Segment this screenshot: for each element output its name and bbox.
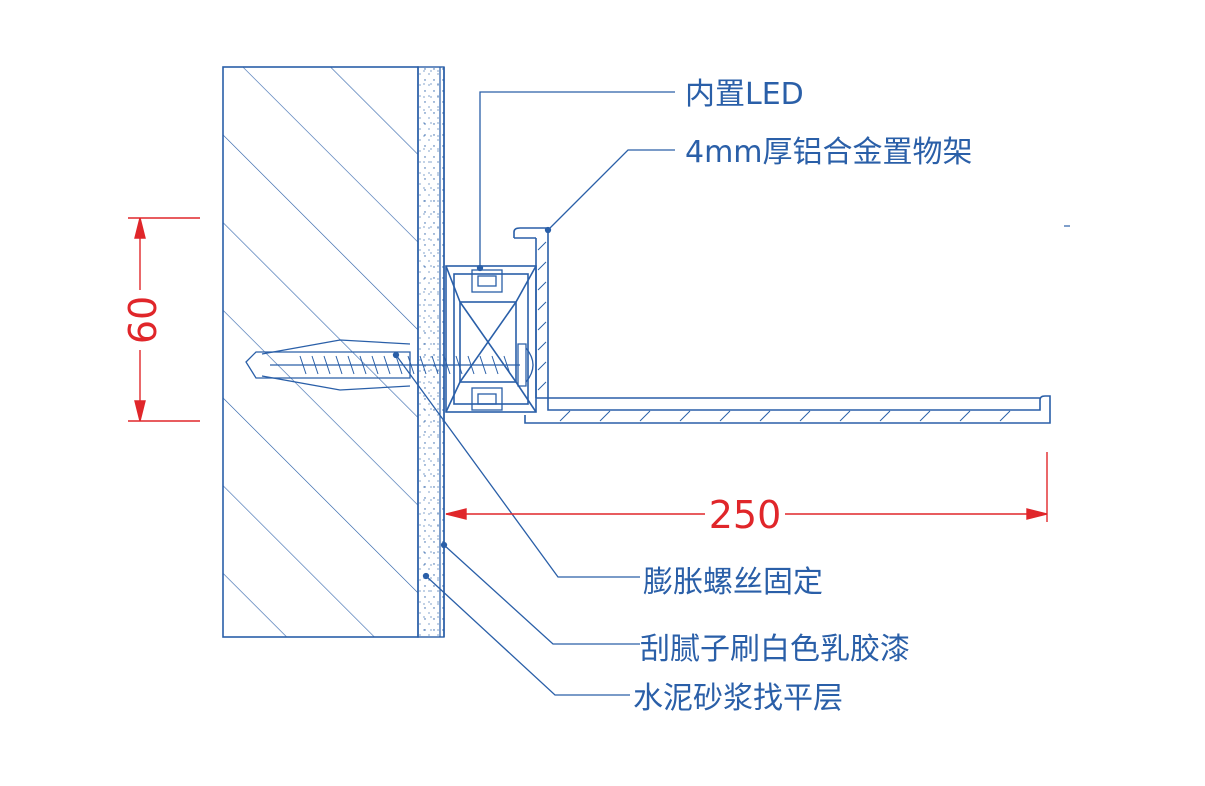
- label-shelf: 4mm厚铝合金置物架: [685, 135, 973, 170]
- height-dimension: [128, 217, 200, 422]
- led-strip-bottom: [471, 387, 503, 411]
- width-dimension-text: 250: [709, 493, 782, 537]
- leader-lines: [392, 91, 675, 696]
- expansion-screw: [245, 339, 534, 391]
- width-dimension: [445, 452, 1048, 522]
- height-dimension-text: 60: [121, 296, 165, 344]
- label-putty: 刮腻子刷白色乳胶漆: [640, 632, 910, 667]
- label-screw: 膨胀螺丝固定: [643, 565, 823, 600]
- aluminium-shelf-profile: [513, 227, 1051, 424]
- label-mortar: 水泥砂浆找平层: [633, 681, 843, 716]
- mortar-layer: [417, 66, 445, 638]
- led-strip-top: [471, 269, 503, 293]
- led-mounting-box: [445, 265, 537, 413]
- label-led: 内置LED: [685, 77, 804, 112]
